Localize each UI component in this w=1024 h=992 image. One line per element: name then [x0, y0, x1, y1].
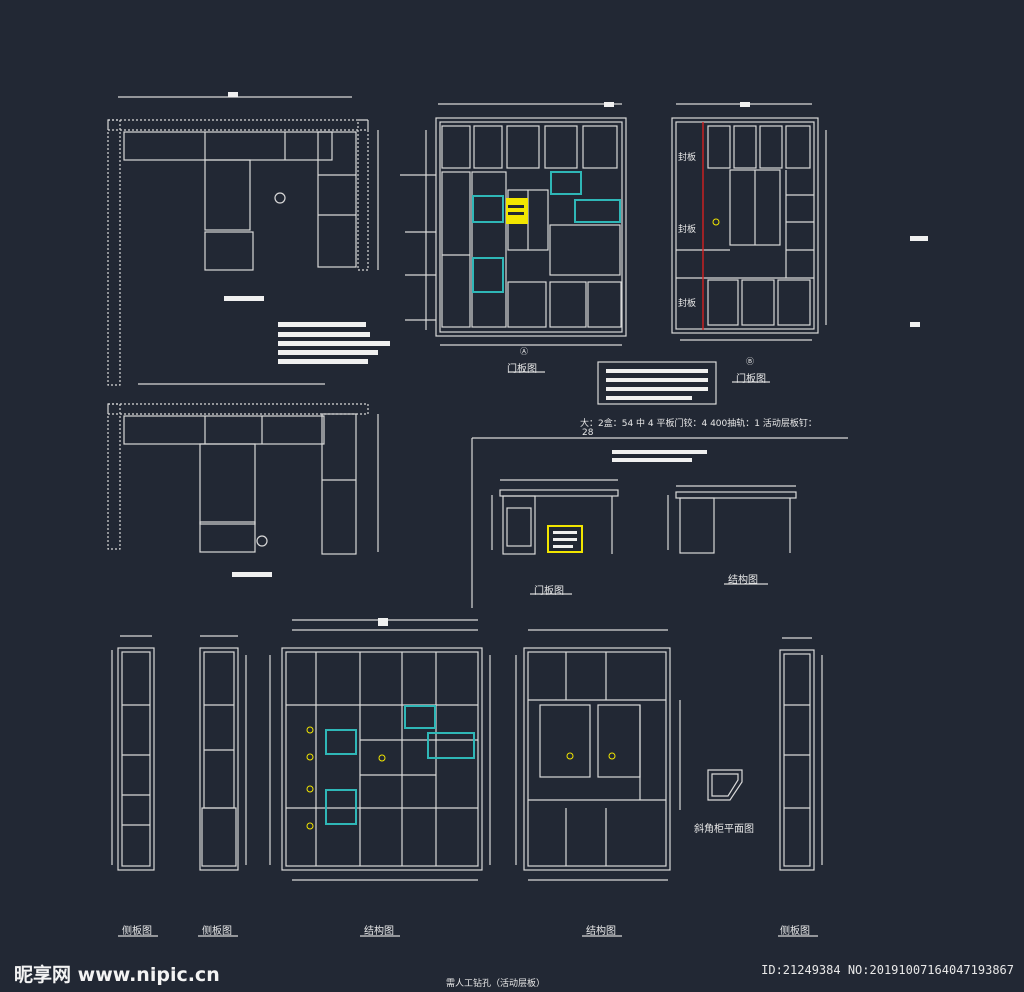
bottom-caption: 需人工钻孔（活动层板）: [446, 979, 546, 989]
side-view-label-3: 侧板图: [780, 926, 810, 937]
desk-structure-view: [667, 485, 797, 554]
structure-view-big-1: [269, 619, 491, 881]
text-blocks: [224, 92, 928, 626]
door-view-label-1: 门板图: [507, 364, 537, 375]
plan-top-left: [107, 96, 379, 386]
cyan-highlights: [325, 171, 621, 825]
structure-view-label-3: 结构图: [586, 926, 616, 937]
side-view-1: [111, 635, 155, 871]
plan-mid-left: [107, 383, 379, 555]
watermark-logo: 昵享网 www.nipic.cn: [14, 964, 220, 986]
elevation-top-right: [671, 103, 827, 341]
note-box: [597, 361, 717, 405]
watermark-id: ID:21249384 NO:20191007164047193867: [761, 963, 1014, 977]
side-view-2: [199, 635, 247, 871]
door-view-label-2: 门板图: [736, 374, 766, 385]
door-view-label-3: 门板图: [534, 586, 564, 597]
structure-view-label-2: 结构图: [364, 926, 394, 937]
note-line: 大：2盒：54 中 4 平板门铰：4 400抽轨：1 活动层板钉：: [580, 419, 817, 429]
structure-view-big-2: [515, 629, 681, 881]
corner-cabinet-plan: [707, 769, 743, 801]
side-view-3: [779, 637, 823, 871]
watermark-site: www.nipic.cn: [77, 964, 220, 986]
seal-board-label-3: 封板: [678, 299, 697, 309]
seal-board-label-2: 封板: [678, 225, 697, 235]
side-view-label-2: 侧板图: [202, 926, 232, 937]
circle-marker-1: Ⓐ: [520, 347, 528, 356]
elevation-top-center: [400, 103, 627, 346]
corner-plan-label: 斜角柜平面图: [694, 824, 754, 835]
structure-view-label-1: 结构图: [728, 575, 758, 586]
seal-board-label-1: 封板: [678, 153, 697, 163]
note-line-number: 28: [582, 428, 594, 438]
yellow-marks: [306, 198, 720, 830]
circle-marker-2: Ⓑ: [746, 357, 754, 366]
side-view-label-1: 侧板图: [122, 926, 152, 937]
desk-door-view: [491, 479, 619, 555]
